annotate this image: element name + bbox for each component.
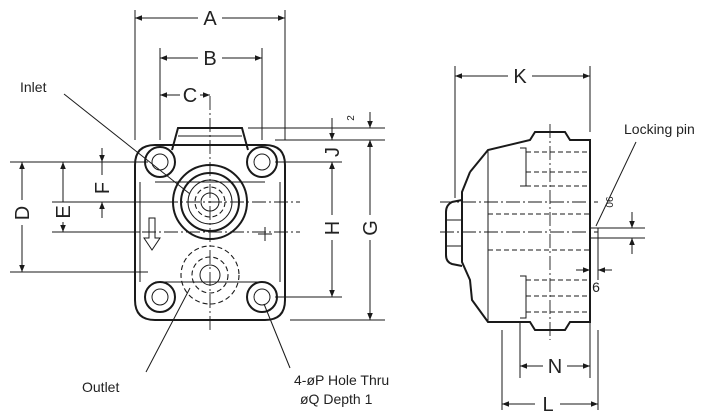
- dim-label-d: D: [12, 206, 34, 220]
- locking-pin-leader: [595, 141, 637, 227]
- front-view: [120, 96, 300, 330]
- dim-label-c: C: [183, 85, 197, 107]
- dim-label-2: 2: [346, 115, 357, 121]
- dim-label-e: E: [53, 205, 75, 218]
- dim-label-n: N: [548, 356, 562, 378]
- dim-label-k: K: [513, 66, 527, 88]
- leader-lines: [63, 93, 637, 373]
- dimensions-side: [454, 66, 645, 410]
- dim-label-f: F: [92, 182, 114, 194]
- dim-label-g: G: [360, 220, 382, 236]
- dim-label-j: J: [322, 147, 344, 157]
- outlet-leader: [145, 287, 191, 373]
- mounting-hole-bottom-left: [144, 281, 176, 313]
- dim-label-b: B: [203, 48, 216, 70]
- side-body-outline: [461, 131, 591, 331]
- locking-pin: [589, 227, 599, 239]
- side-view: [440, 124, 599, 340]
- dimensions-front: [10, 10, 385, 321]
- locking-pin-label: Locking pin: [624, 121, 695, 137]
- dim-label-06: 06: [605, 196, 616, 208]
- dim-label-a: A: [203, 8, 217, 30]
- front-body-outline: [134, 144, 286, 321]
- dim-label-l: L: [542, 394, 553, 412]
- hole-spec-line1: 4-øP Hole Thru: [294, 372, 389, 388]
- mounting-hole-bottom-right: [246, 281, 278, 313]
- dim-label-6: 6: [592, 279, 600, 295]
- hole-spec-line2: øQ Depth 1: [300, 391, 373, 407]
- hole-leader: [263, 303, 291, 369]
- flow-direction-arrow: [143, 217, 161, 251]
- inlet-label: Inlet: [20, 79, 47, 95]
- mounting-hole-top-right: [246, 146, 278, 178]
- labels: A B C D E F H J G 2 K N L 06 6 Inlet Out…: [12, 8, 695, 412]
- inlet-leader: [63, 93, 191, 195]
- dim-label-h: H: [322, 221, 344, 235]
- outlet-label: Outlet: [82, 379, 119, 395]
